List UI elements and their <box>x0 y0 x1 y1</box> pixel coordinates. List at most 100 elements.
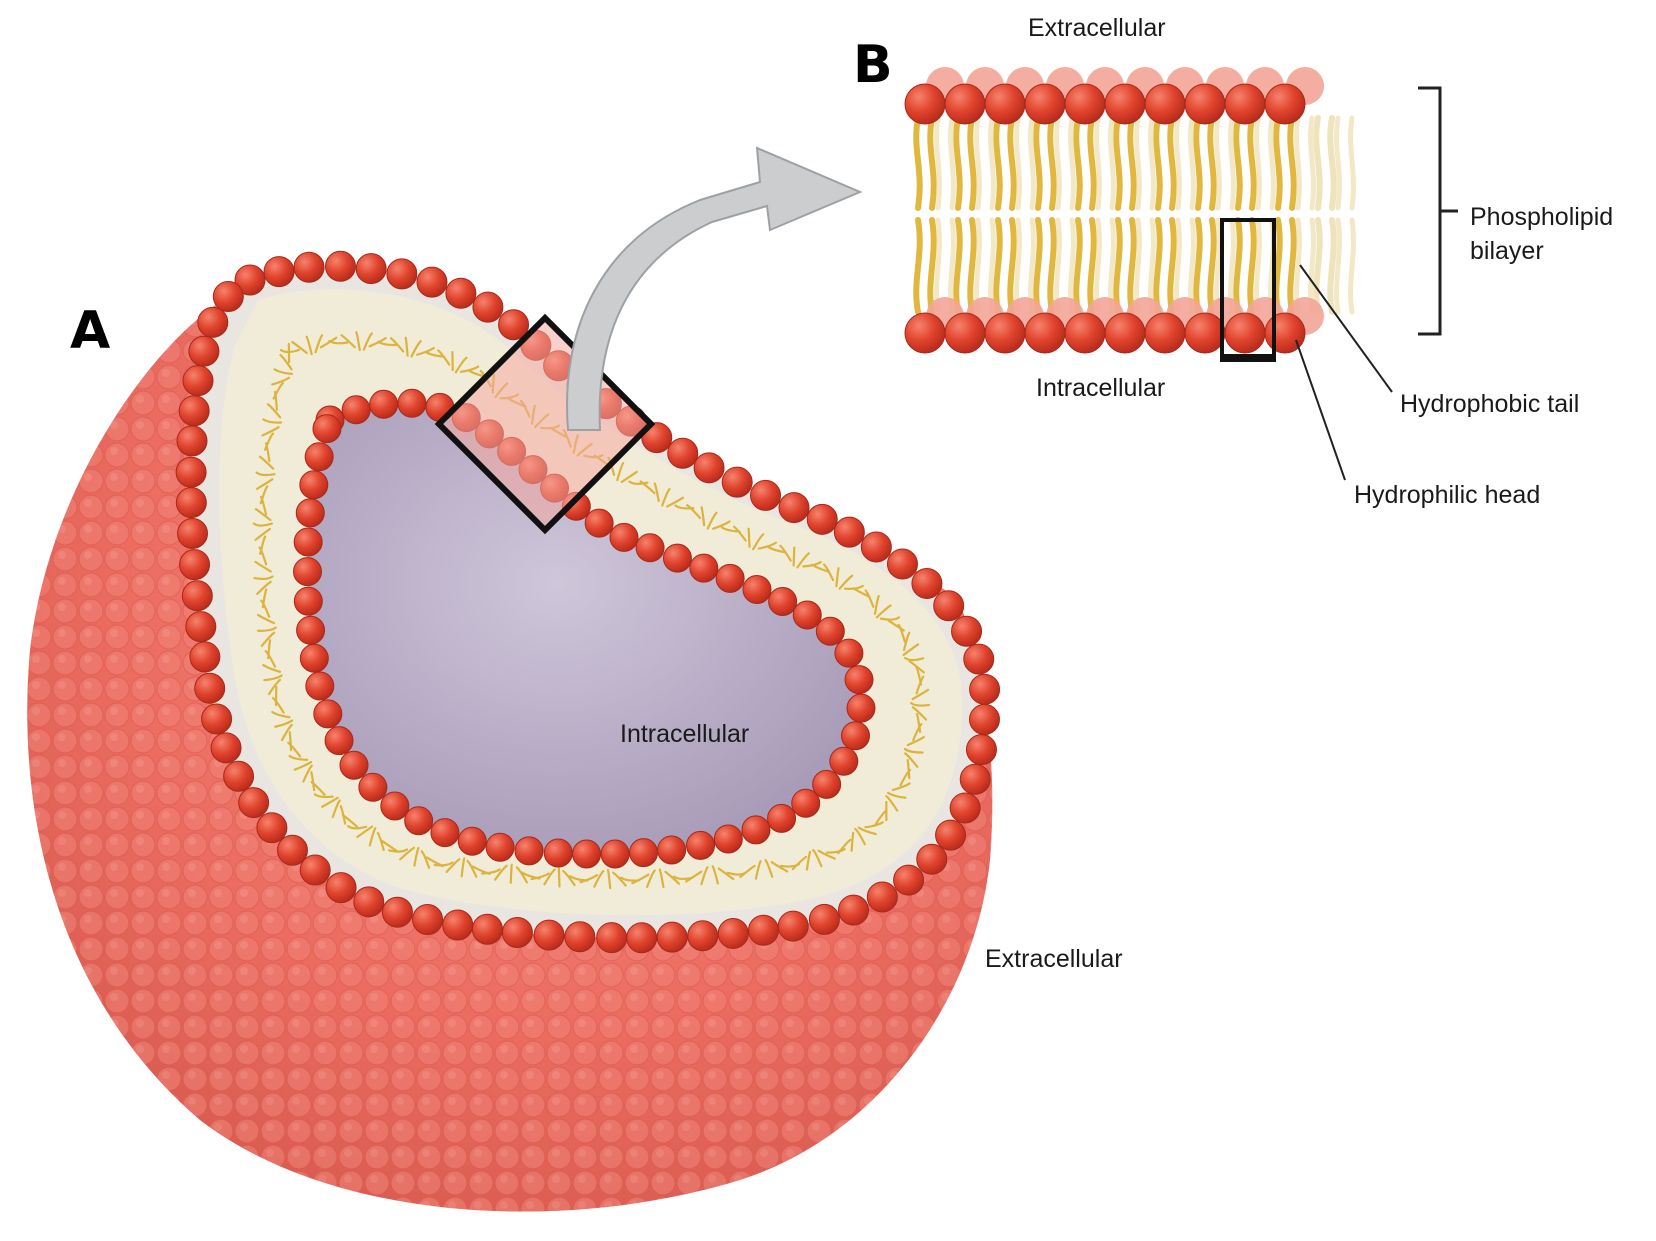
phospholipid-head <box>386 258 418 290</box>
phospholipid-head <box>358 772 388 802</box>
phospholipid-head <box>442 909 474 941</box>
zoom-arrow-body <box>566 146 863 431</box>
phospholipid-head <box>767 803 797 833</box>
phospholipid-head <box>1224 83 1266 125</box>
phospholipid-head <box>742 575 772 605</box>
label-intracellular-a: Intracellular <box>620 720 749 748</box>
label-bilayer-line2: bilayer <box>1470 237 1544 265</box>
label-extracellular-a: Extracellular <box>985 945 1123 973</box>
phospholipid-head <box>834 638 864 668</box>
phospholipid-head <box>635 533 665 563</box>
phospholipid-head <box>768 586 798 616</box>
phospholipid-head <box>194 672 226 704</box>
phospholipid-head <box>1184 83 1226 125</box>
phospholipid-head <box>263 256 295 288</box>
phospholipid-head <box>313 699 343 729</box>
phospholipid-head <box>686 830 716 860</box>
phospholipid-head <box>806 503 838 535</box>
phospholipid-head <box>949 792 981 824</box>
phospholipid-head <box>933 590 965 622</box>
phospholipid-head <box>299 643 329 673</box>
phospholipid-head <box>911 567 943 599</box>
phospholipid-head <box>778 492 810 524</box>
hydrophobic-tails-b <box>913 115 1356 315</box>
phospholipid-head <box>792 600 822 630</box>
phospholipid-head <box>305 671 335 701</box>
phospholipid-head <box>687 920 719 952</box>
phospholipid-head <box>689 553 719 583</box>
phospholipid-head <box>965 734 997 766</box>
phospholipid-head <box>197 306 229 338</box>
phospholipid-head <box>189 641 221 673</box>
phospholipid-head <box>657 835 687 865</box>
phospholipid-head <box>959 763 991 795</box>
phospholipid-head <box>188 335 220 367</box>
phospholipid-head <box>662 543 692 573</box>
phospholipid-head <box>838 894 870 926</box>
phospholipid-head <box>777 910 809 942</box>
phospholipid-head <box>296 615 326 645</box>
phospholipid-head <box>381 896 413 928</box>
phospholipid-head <box>397 388 427 418</box>
phospholipid-head <box>185 611 217 643</box>
phospholipid-head <box>741 815 771 845</box>
phospholipid-head <box>721 466 753 498</box>
tail-leader-line <box>1299 264 1393 393</box>
panel-b-bilayer: B Extracellular Intracellular Phospholip… <box>853 14 1613 509</box>
phospholipid-head <box>944 83 986 125</box>
phospholipid-head <box>223 760 255 792</box>
phospholipid-head <box>609 522 639 552</box>
phospholipid-head <box>293 251 325 283</box>
phospholipid-head <box>234 264 266 296</box>
phospholipid-head <box>596 922 628 954</box>
label-extracellular-b: Extracellular <box>1028 14 1166 42</box>
label-bilayer-line1: Phospholipid <box>1470 203 1613 231</box>
phospholipid-head <box>471 913 503 945</box>
phospholipid-head <box>324 726 354 756</box>
phospholipid-head <box>641 422 673 454</box>
phospholipid-head <box>312 414 342 444</box>
phospholipid-head <box>572 839 602 869</box>
phospholipid-head <box>815 616 845 646</box>
phospholipid-head <box>715 563 745 593</box>
phospholipid-head <box>1144 312 1186 354</box>
label-intracellular-b: Intracellular <box>1036 374 1165 402</box>
phospholipid-head <box>963 643 995 675</box>
phospholipid-head <box>968 703 1000 735</box>
phospholipid-head <box>369 389 399 419</box>
phospholipid-head <box>944 312 986 354</box>
phospholipid-head <box>210 732 242 764</box>
phospholipid-head <box>430 818 460 848</box>
phospholipid-head <box>791 788 821 818</box>
panel-b-letter: B <box>853 35 893 95</box>
phospholipid-head <box>293 586 323 616</box>
phospholipid-head <box>984 83 1026 125</box>
phospholipid-head <box>457 826 487 856</box>
zoom-arrow <box>566 146 863 431</box>
panel-a-cell: A Intracellular Extracellular <box>27 250 1123 1212</box>
phospholipid-head <box>1064 312 1106 354</box>
phospholipid-head <box>693 452 725 484</box>
phospholipid-head <box>969 673 1001 705</box>
phospholipid-head <box>299 854 331 886</box>
phospholipid-head <box>584 508 614 538</box>
bilayer-bracket <box>1418 86 1458 336</box>
phospholipid-head <box>886 548 918 580</box>
panel-a-letter: A <box>70 301 110 361</box>
phospholipid-head <box>984 312 1026 354</box>
phospholipid-head <box>256 812 288 844</box>
hydrophilic-heads-b <box>904 67 1324 354</box>
head-leader-line <box>1295 339 1346 481</box>
phospholipid-head <box>629 838 659 868</box>
phospholipid-head <box>339 750 369 780</box>
label-hydrophobic-tail: Hydrophobic tail <box>1400 390 1579 418</box>
phospholipid-head <box>1104 312 1146 354</box>
phospholipid-head <box>866 881 898 913</box>
phospholipid-head <box>176 425 208 457</box>
phospholipid-head <box>175 456 207 488</box>
phospholipid-head <box>750 479 782 511</box>
phospholipid-head <box>904 312 946 354</box>
phospholipid-head <box>177 517 209 549</box>
phospholipid-head <box>325 872 357 904</box>
phospholipid-head <box>747 914 779 946</box>
